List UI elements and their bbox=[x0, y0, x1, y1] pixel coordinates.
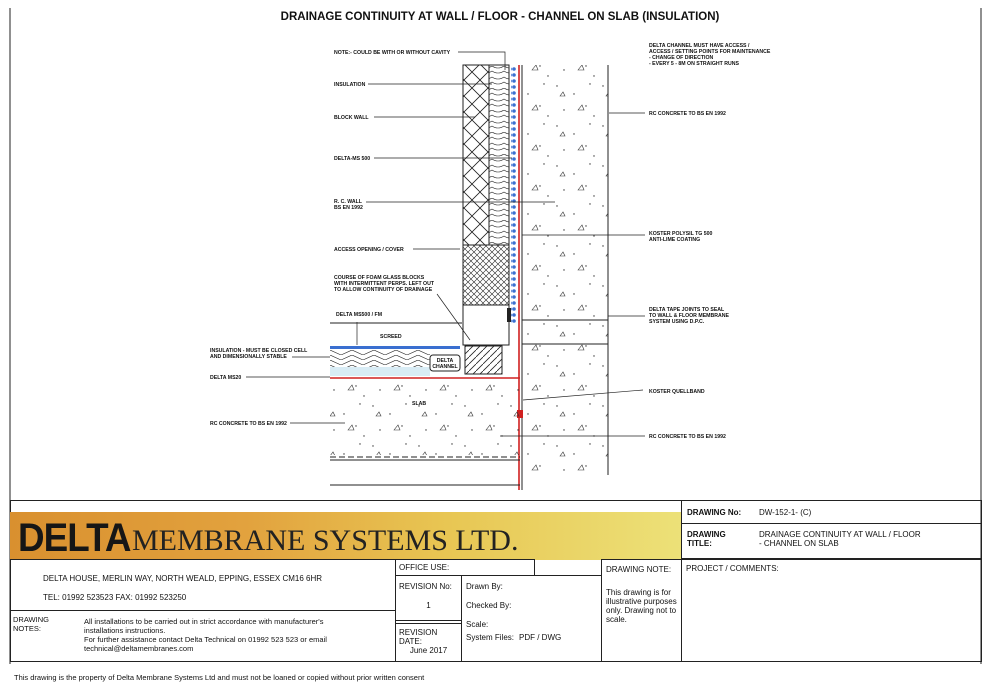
insulation-text: INSULATION bbox=[334, 82, 366, 88]
drawn-by-cell: Drawn By: Checked By: Scale: System File… bbox=[461, 575, 602, 662]
note-text: NOTE:- COULD BE WITH OR WITHOUT CAVITY bbox=[334, 50, 451, 56]
company-banner: DELTA MEMBRANE SYSTEMS LTD. bbox=[10, 512, 682, 560]
system-files-label-text: System Files: bbox=[466, 633, 515, 642]
drawing-note-label-text: DRAWING NOTE: bbox=[606, 565, 672, 574]
ins-floor-2-text: AND DIMENSIONALLY STABLE bbox=[210, 354, 287, 360]
koster-2-text: ANTI-LIME COATING bbox=[649, 237, 700, 243]
floor-insulation bbox=[330, 350, 430, 367]
drawing-title-2-text: - CHANNEL ON SLAB bbox=[759, 539, 839, 548]
tape-3-text: SYSTEM USING D.P.C. bbox=[649, 319, 705, 325]
wall-insulation bbox=[488, 64, 510, 246]
block-wall-text: BLOCK WALL bbox=[334, 115, 369, 121]
drawing-no-text: DW-152-1- (C) bbox=[759, 508, 812, 517]
access-3-text: - CHANGE OF DIRECTION bbox=[649, 55, 714, 61]
drawing-title-label-2-text: TITLE: bbox=[687, 539, 712, 548]
drawing-title-label-1-text: DRAWING bbox=[687, 530, 726, 539]
drawn-by-text: Drawn By: bbox=[466, 582, 503, 591]
tape-joint-box bbox=[521, 319, 609, 345]
office-use-cell: OFFICE USE: bbox=[395, 559, 535, 576]
delta-ms500-membrane bbox=[511, 65, 516, 325]
drawing-no-cell: DRAWING No: DW-152-1- (C) bbox=[681, 500, 982, 524]
quellband-text: KOSTER QUELLBAND bbox=[649, 389, 705, 395]
channel-support bbox=[464, 345, 503, 375]
footer-disclaimer: This drawing is the property of Delta Me… bbox=[14, 673, 425, 682]
ms500fm-text: DELTA MS500 / FM bbox=[336, 312, 382, 318]
brand-logo-bold: DELTA bbox=[18, 516, 132, 560]
drawing-title: DRAINAGE CONTINUITY AT WALL / FLOOR - CH… bbox=[280, 11, 720, 23]
revision-date-text: June 2017 bbox=[409, 646, 448, 655]
drawing-title-1-text: DRAINAGE CONTINUITY AT WALL / FLOOR bbox=[759, 530, 921, 539]
drawing-no-label-text: DRAWING No: bbox=[687, 508, 742, 517]
foam-glass-blocks bbox=[462, 244, 510, 306]
scale-text: Scale: bbox=[466, 620, 489, 629]
notes-2-text: installations instructions. bbox=[84, 626, 166, 635]
ins-floor-1-text: INSULATION - MUST BE CLOSED CELL bbox=[210, 348, 308, 354]
screed-text: SCREED bbox=[380, 334, 402, 340]
notes-label-1-text: DRAWING bbox=[13, 615, 49, 624]
slab bbox=[330, 380, 520, 455]
revision-no-text: 1 bbox=[426, 601, 431, 610]
access-2-text: ACCESS / SETTING POINTS FOR MAINTENANCE bbox=[649, 49, 771, 55]
foam-1-text: COURSE OF FOAM GLASS BLOCKS bbox=[334, 275, 425, 281]
notes-4-text: technical@deltamembranes.com bbox=[84, 644, 194, 653]
rc-concrete-bottom-text: RC CONCRETE TO BS EN 1992 bbox=[649, 434, 726, 440]
revision-no-label-text: REVISION No: bbox=[399, 582, 452, 591]
channel-2-text: CHANNEL bbox=[432, 364, 458, 370]
ms20-text: DELTA MS20 bbox=[210, 375, 241, 381]
project-comments-cell: PROJECT / COMMENTS: bbox=[681, 559, 982, 662]
tape-2-text: TO WALL & FLOOR MEMBRANE bbox=[649, 313, 729, 319]
office-use-text: OFFICE USE: bbox=[399, 563, 450, 572]
revision-no-cell: REVISION No: 1 bbox=[395, 575, 462, 624]
address-text: DELTA HOUSE, MERLIN WAY, NORTH WEALD, EP… bbox=[43, 574, 323, 583]
drawing-note-cell: DRAWING NOTE: This drawing is for illust… bbox=[601, 559, 682, 662]
delta-ms500-text: DELTA-MS 500 bbox=[334, 156, 370, 162]
drawing-notes-cell: DRAWING NOTES: All installations to be c… bbox=[10, 610, 396, 662]
rc-wall-2-text: BS EN 1992 bbox=[334, 205, 363, 211]
access-1-text: DELTA CHANNEL MUST HAVE ACCESS / bbox=[649, 43, 750, 49]
notes-3-text: For further assistance contact Delta Tec… bbox=[84, 635, 327, 644]
drawing-title-cell: DRAWING TITLE: DRAINAGE CONTINUITY AT WA… bbox=[681, 523, 982, 559]
foam-3-text: TO ALLOW CONTINUITY OF DRAINAGE bbox=[334, 287, 433, 293]
tape-1-text: DELTA TAPE JOINTS TO SEAL bbox=[649, 307, 725, 313]
access-text: ACCESS OPENING / COVER bbox=[334, 247, 404, 253]
checked-by-text: Checked By: bbox=[466, 601, 512, 610]
slab-text: SLAB bbox=[412, 401, 426, 407]
revision-date-cell: REVISION DATE: June 2017 bbox=[395, 620, 462, 662]
access-4-text: - EVERY 5 - 8M ON STRAIGHT RUNS bbox=[649, 61, 739, 67]
rc-concrete-top-text: RC CONCRETE TO BS EN 1992 bbox=[649, 111, 726, 117]
revision-date-label-text: REVISION DATE: bbox=[399, 628, 438, 646]
notes-label-2-text: NOTES: bbox=[13, 624, 41, 633]
delta-channel bbox=[429, 354, 461, 372]
project-comments-text: PROJECT / COMMENTS: bbox=[686, 564, 779, 573]
notes-1-text: All installations to be carried out in s… bbox=[84, 617, 324, 626]
brand-logo-text: MEMBRANE SYSTEMS LTD. bbox=[132, 524, 519, 557]
address-cell: DELTA HOUSE, MERLIN WAY, NORTH WEALD, EP… bbox=[10, 559, 396, 611]
drawing-note-text: This drawing is for illustrative purpose… bbox=[606, 588, 677, 624]
rc-wall-1-text: R. C. WALL bbox=[334, 199, 363, 205]
channel-1-text: DELTA bbox=[437, 358, 454, 364]
system-files-text: PDF / DWG bbox=[519, 633, 562, 642]
tel-text: TEL: 01992 523523 FAX: 01992 523250 bbox=[43, 593, 187, 602]
rc-concrete-text: RC CONCRETE TO BS EN 1992 bbox=[210, 421, 287, 427]
block-wall bbox=[462, 64, 490, 246]
foam-2-text: WITH INTERMITTENT PERPS. LEFT OUT bbox=[334, 281, 435, 287]
koster-1-text: KOSTER POLYSIL TG 500 bbox=[649, 231, 713, 237]
rc-wall-concrete bbox=[522, 65, 608, 475]
delta-ms500fm-membrane bbox=[330, 346, 460, 349]
